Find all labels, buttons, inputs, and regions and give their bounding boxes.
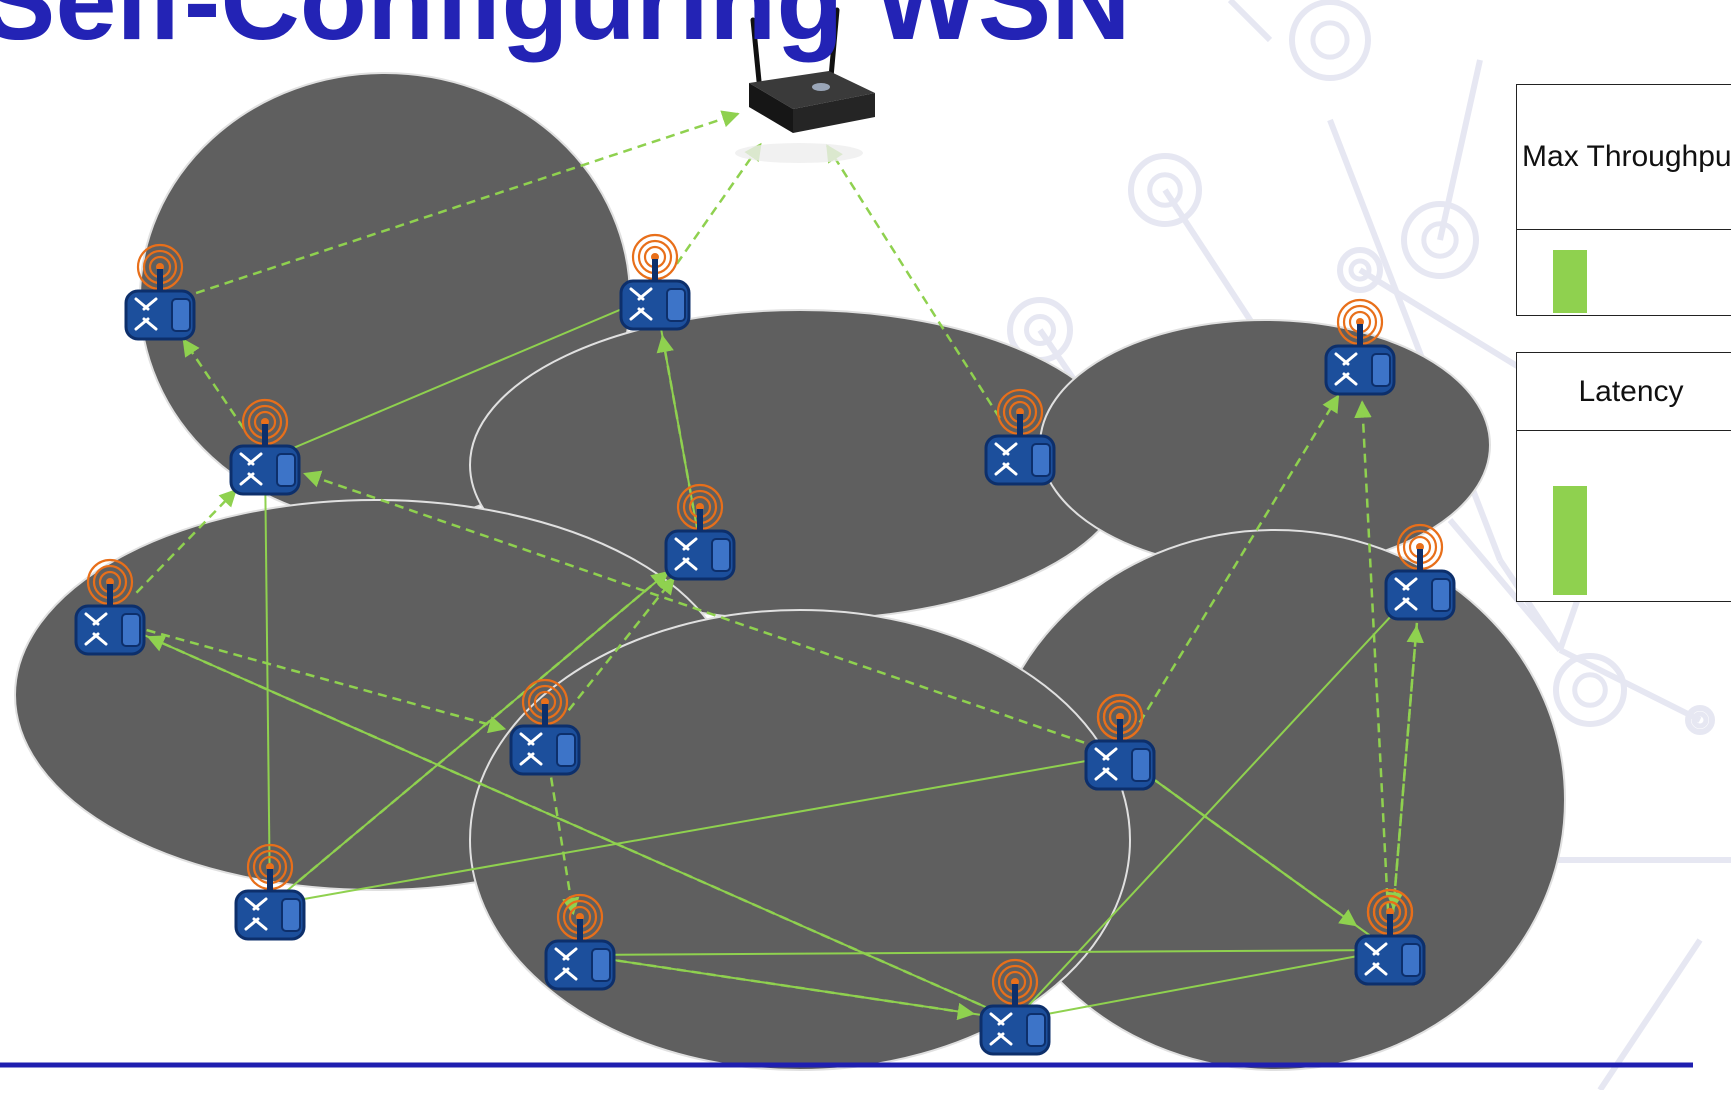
routing-link [826,144,1001,419]
mesh-link [269,754,1121,906]
wireless-sensor-node-icon [74,558,146,656]
mesh-link [1014,584,1421,1021]
routing-link [549,777,580,916]
routing-link [567,576,675,712]
throughput-label: Max Throughput [1517,85,1731,230]
routing-link [146,635,981,1006]
routing-links [135,110,1424,1021]
routing-link [1150,776,1358,927]
throughput-bar [1553,250,1587,313]
wireless-sensor-node-icon [234,843,306,941]
latency-bar [1553,486,1587,595]
routing-link [675,142,762,265]
slide-title: Self-Configuring WSN [0,0,1131,63]
wireless-sensor-node-icon [544,893,616,991]
mesh-link [264,459,271,906]
wireless-sensor-node-icon [979,958,1051,1056]
routing-link [135,488,237,594]
routing-link [146,628,507,734]
throughput-meter: Max Throughput [1516,84,1731,316]
background-watermark [1007,0,1731,1092]
mesh-link [1014,949,1391,1021]
wireless-sensor-node-icon [1324,298,1396,396]
wireless-sensor-node-icon [1384,523,1456,621]
wireless-sensor-node-icon [664,483,736,581]
wireless-sensor-node-icon [229,398,301,496]
mesh-link [264,294,656,461]
latency-meter: Latency [1516,352,1731,602]
routing-link [1354,400,1390,913]
region-bottom-center [469,609,1131,1071]
wireless-router-icon [735,7,875,163]
sensor-nodes [74,233,1456,1056]
latency-meter-body [1517,431,1731,601]
wireless-sensor-node-icon [124,243,196,341]
wireless-sensor-node-icon [509,678,581,776]
routing-link [195,110,740,295]
wireless-sensor-node-icon [984,388,1056,486]
routing-link [1138,394,1340,724]
gateway [735,7,875,163]
latency-label: Latency [1517,353,1731,431]
wireless-sensor-node-icon [619,233,691,331]
routing-link [303,470,1085,744]
wireless-sensor-node-icon [1084,693,1156,791]
throughput-meter-body [1517,230,1731,315]
routing-link [182,338,245,430]
mesh-link [579,949,1391,956]
routing-link [1391,625,1424,913]
routing-link [298,570,670,882]
wireless-sensor-node-icon [1354,888,1426,986]
